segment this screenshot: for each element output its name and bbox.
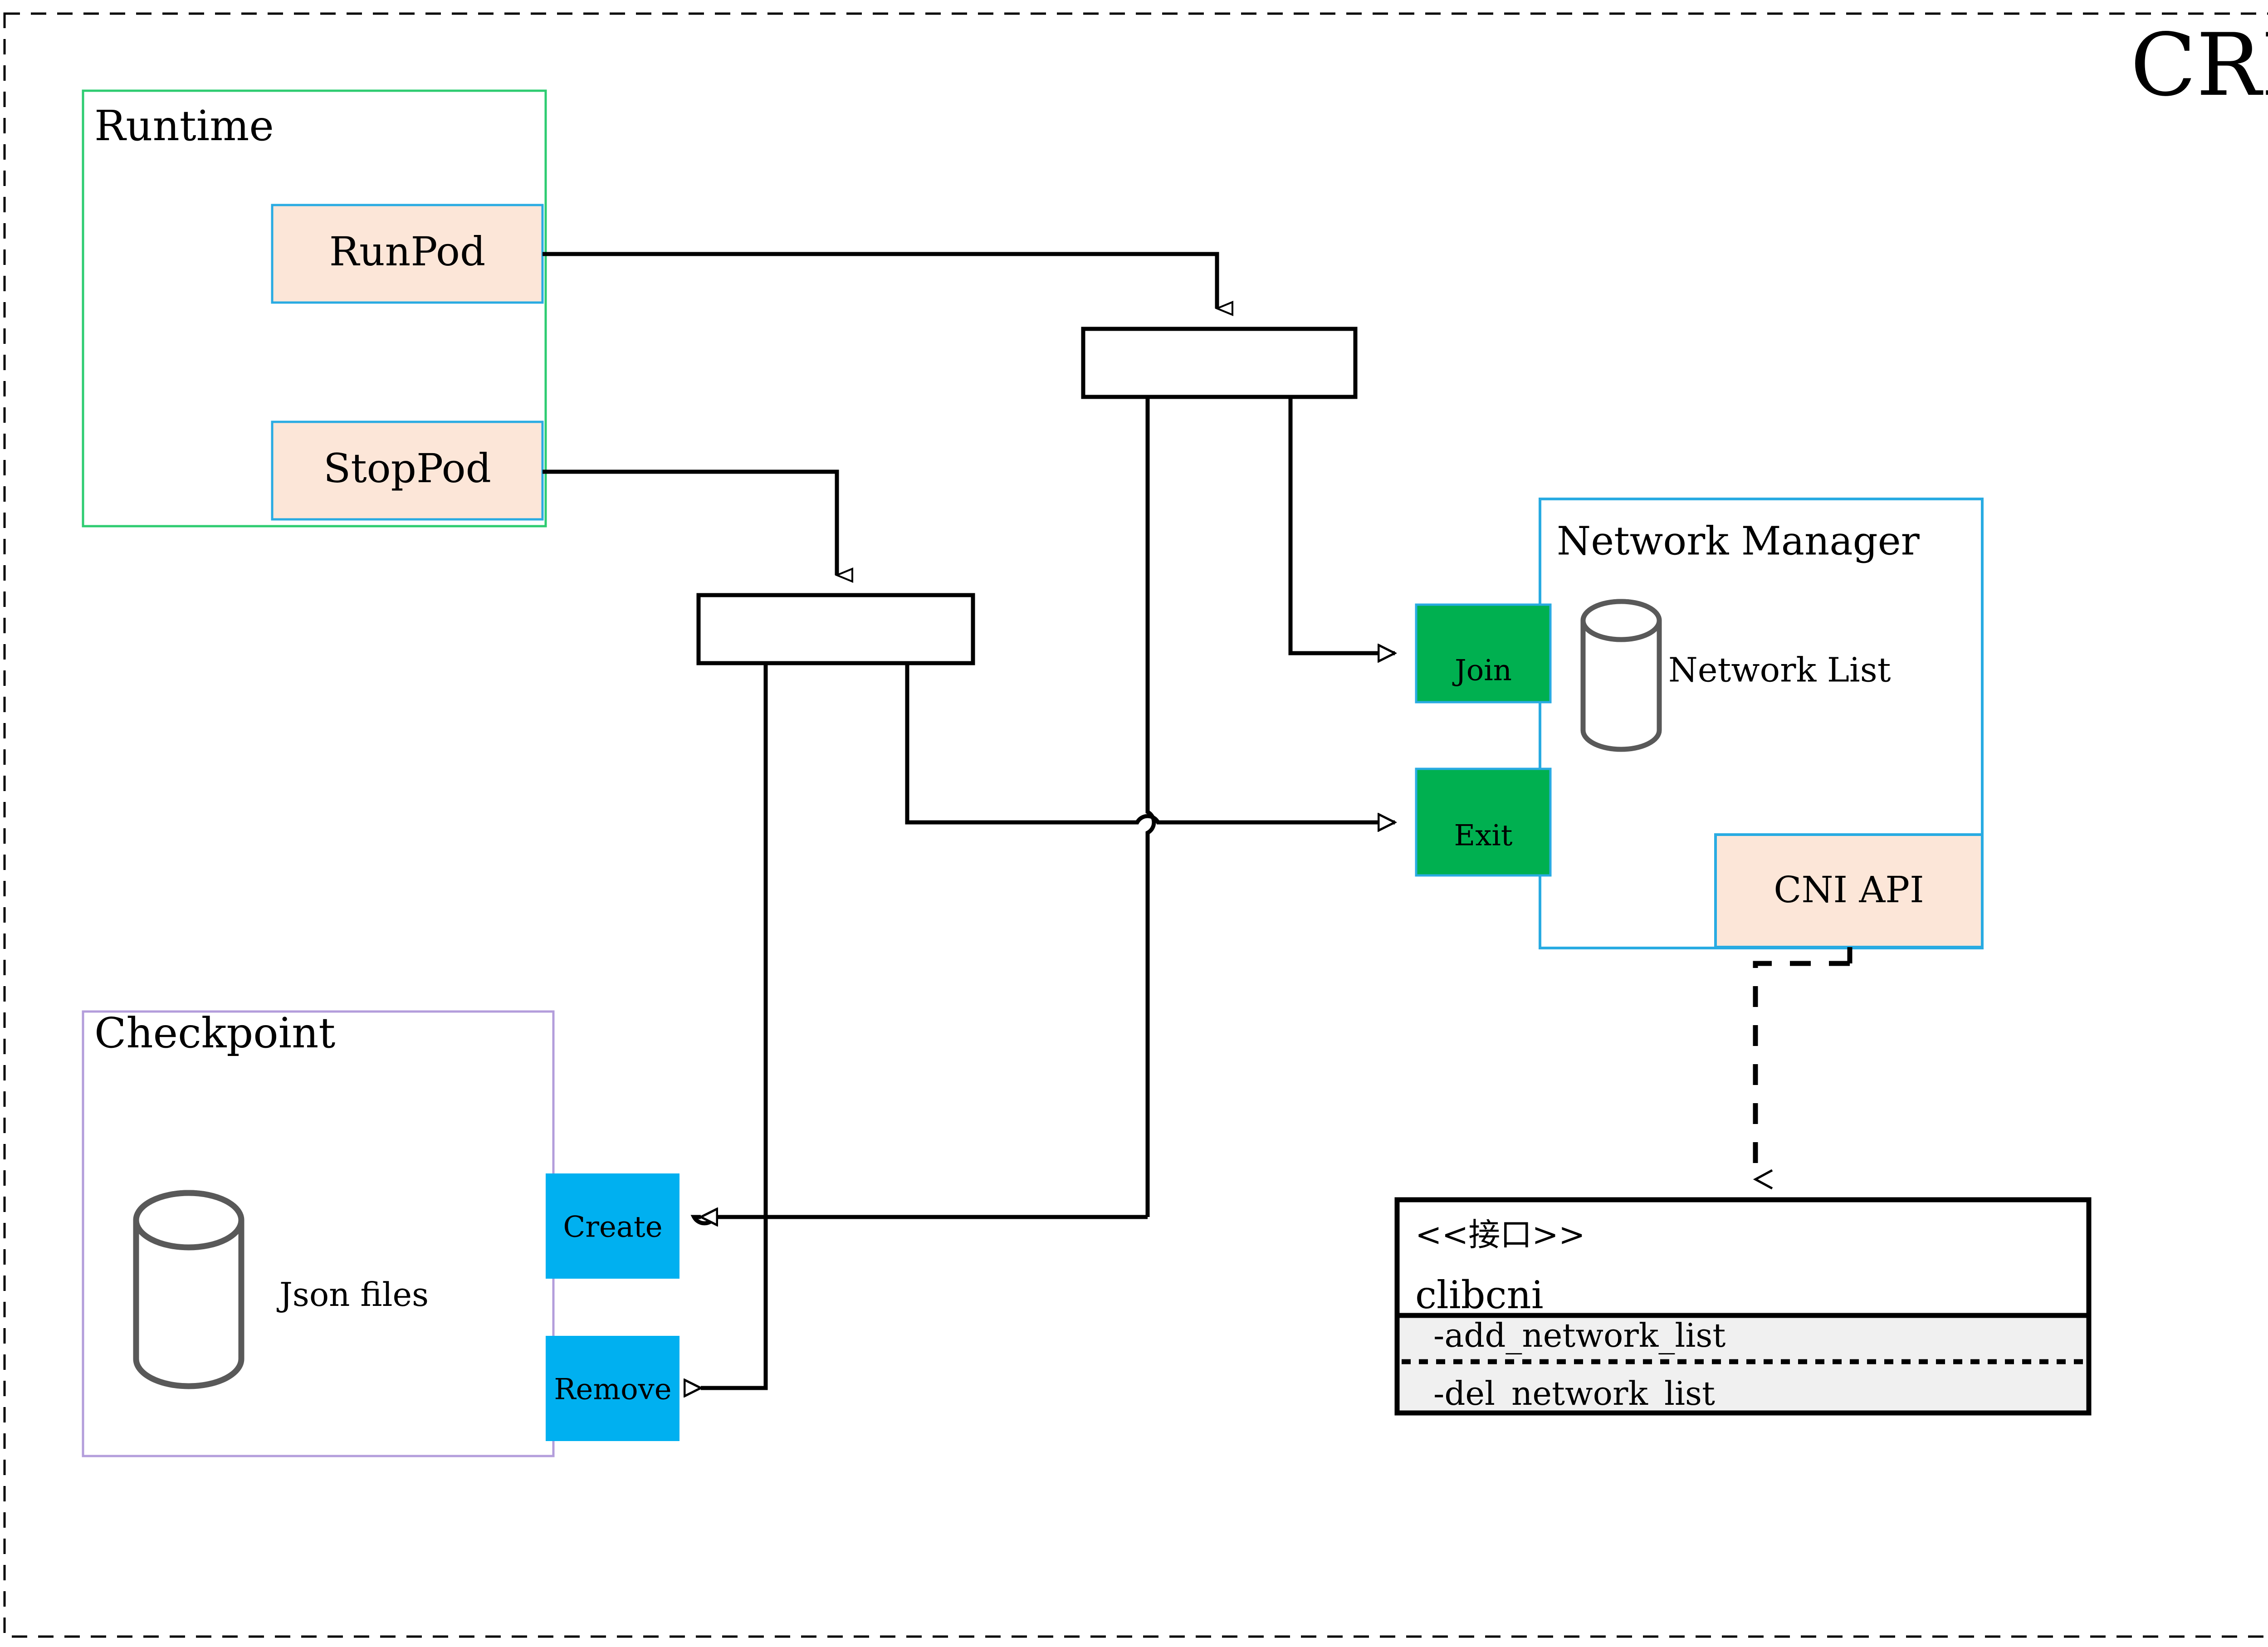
node-create[interactable] — [546, 1173, 679, 1279]
json-files-label: Json files — [276, 1276, 429, 1314]
outer-frame — [3, 12, 2268, 1638]
node-runpod[interactable] — [271, 204, 544, 304]
node-join[interactable] — [1415, 603, 1552, 704]
edge-stoppod-to-fork-bottom — [543, 469, 837, 575]
database-cylinder-icon — [1580, 599, 1662, 752]
edge-fork-bottom-to-remove — [701, 663, 768, 1388]
node-cni-api[interactable] — [1714, 833, 1984, 948]
edge-fork-top-left-to-create — [690, 1217, 1148, 1223]
interface-box-header — [1394, 1197, 2092, 1318]
node-exit[interactable] — [1415, 767, 1552, 877]
edge-fork-top-to-join — [1288, 397, 1395, 653]
edge-fork-top-left-leg — [1145, 397, 1156, 1217]
edge-cni-api-realizes-clibcni — [1753, 961, 1850, 1190]
node-create-label: Create — [563, 1211, 662, 1244]
node-remove-label: Remove — [554, 1373, 671, 1407]
interface-operation-del: -del_network_list — [1433, 1374, 1715, 1412]
node-join-label: Join — [1452, 654, 1512, 688]
edge-runpod-to-fork-top — [543, 252, 1217, 308]
json-database-cylinder-icon — [133, 1190, 244, 1389]
group-network-manager-label: Network Manager — [1557, 519, 1920, 564]
group-runtime-label: Runtime — [94, 102, 274, 150]
node-cni-api-label: CNI API — [1774, 869, 1924, 911]
edge-fork-bottom-to-exit — [905, 663, 1395, 822]
node-stoppod[interactable] — [271, 420, 544, 521]
interface-stereotype: <<接口>> — [1415, 1216, 1585, 1253]
node-remove[interactable] — [546, 1336, 679, 1441]
interface-name: clibcni — [1415, 1273, 1544, 1317]
node-exit-label: Exit — [1454, 819, 1513, 853]
node-runpod-label: RunPod — [329, 228, 486, 275]
node-fork-bottom[interactable] — [696, 593, 975, 665]
node-fork-top[interactable] — [1081, 327, 1358, 399]
node-stoppod-label: StopPod — [323, 445, 491, 492]
page-title: CRI — [2131, 15, 2268, 115]
interface-operation-add: -add_network_list — [1433, 1316, 1725, 1354]
network-list-label: Network List — [1668, 650, 1891, 689]
group-checkpoint-label: Checkpoint — [94, 1009, 335, 1057]
